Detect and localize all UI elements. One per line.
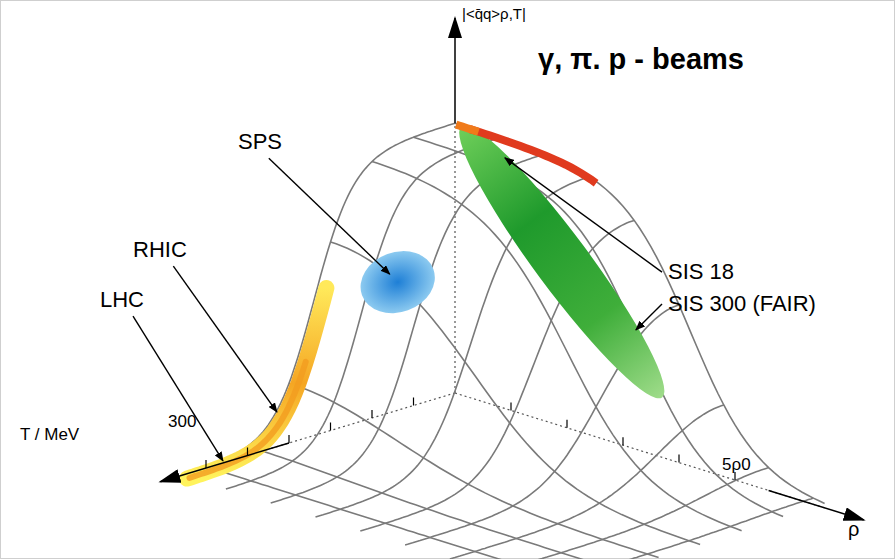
tick <box>678 455 679 463</box>
temperature-axis <box>160 443 289 482</box>
grid-line <box>289 383 659 557</box>
beams-bar <box>470 129 596 183</box>
tick <box>622 437 623 445</box>
leader-arrow <box>269 158 390 274</box>
region-label: LHC <box>100 288 144 312</box>
tick <box>205 460 206 468</box>
tick <box>247 448 248 456</box>
region-label: SIS 18 <box>668 260 734 284</box>
axis-label: 5ρ0 <box>722 456 751 475</box>
condensate-axis <box>454 18 456 123</box>
dotted-axis <box>454 123 455 393</box>
grid-line <box>540 498 814 559</box>
region-label: SPS <box>238 130 282 154</box>
tick <box>566 420 567 428</box>
leader-arrow <box>636 304 662 330</box>
grid-line <box>206 467 576 559</box>
leader-arrow <box>505 158 662 272</box>
axes <box>160 18 863 520</box>
tick <box>288 435 289 443</box>
sis-region <box>440 110 684 413</box>
density-axis <box>769 490 864 520</box>
leader-arrow <box>173 266 277 412</box>
region-label: SIS 300 (FAIR) <box>668 292 816 316</box>
region-label: γ, π. p - beams <box>538 44 744 76</box>
tick <box>510 402 511 410</box>
beams-bar <box>456 125 478 132</box>
region-label: RHIC <box>133 238 187 262</box>
sps-region <box>352 241 444 323</box>
tick <box>371 410 372 418</box>
grid-line <box>331 242 701 545</box>
grid-line <box>495 468 769 559</box>
grid-line <box>450 405 724 559</box>
tick <box>330 423 331 431</box>
axis-label: T / MeV <box>20 426 79 445</box>
axis-label: 300 <box>168 413 196 432</box>
leader-arrow <box>133 316 223 461</box>
axis-label: |<q̄q>ρ,T| <box>462 6 526 23</box>
axis-label: ρ <box>848 518 859 540</box>
experiment-regions <box>187 110 684 478</box>
leader-lines <box>133 158 662 461</box>
rhic-lhc-band-core <box>190 362 306 478</box>
tick <box>413 398 414 406</box>
